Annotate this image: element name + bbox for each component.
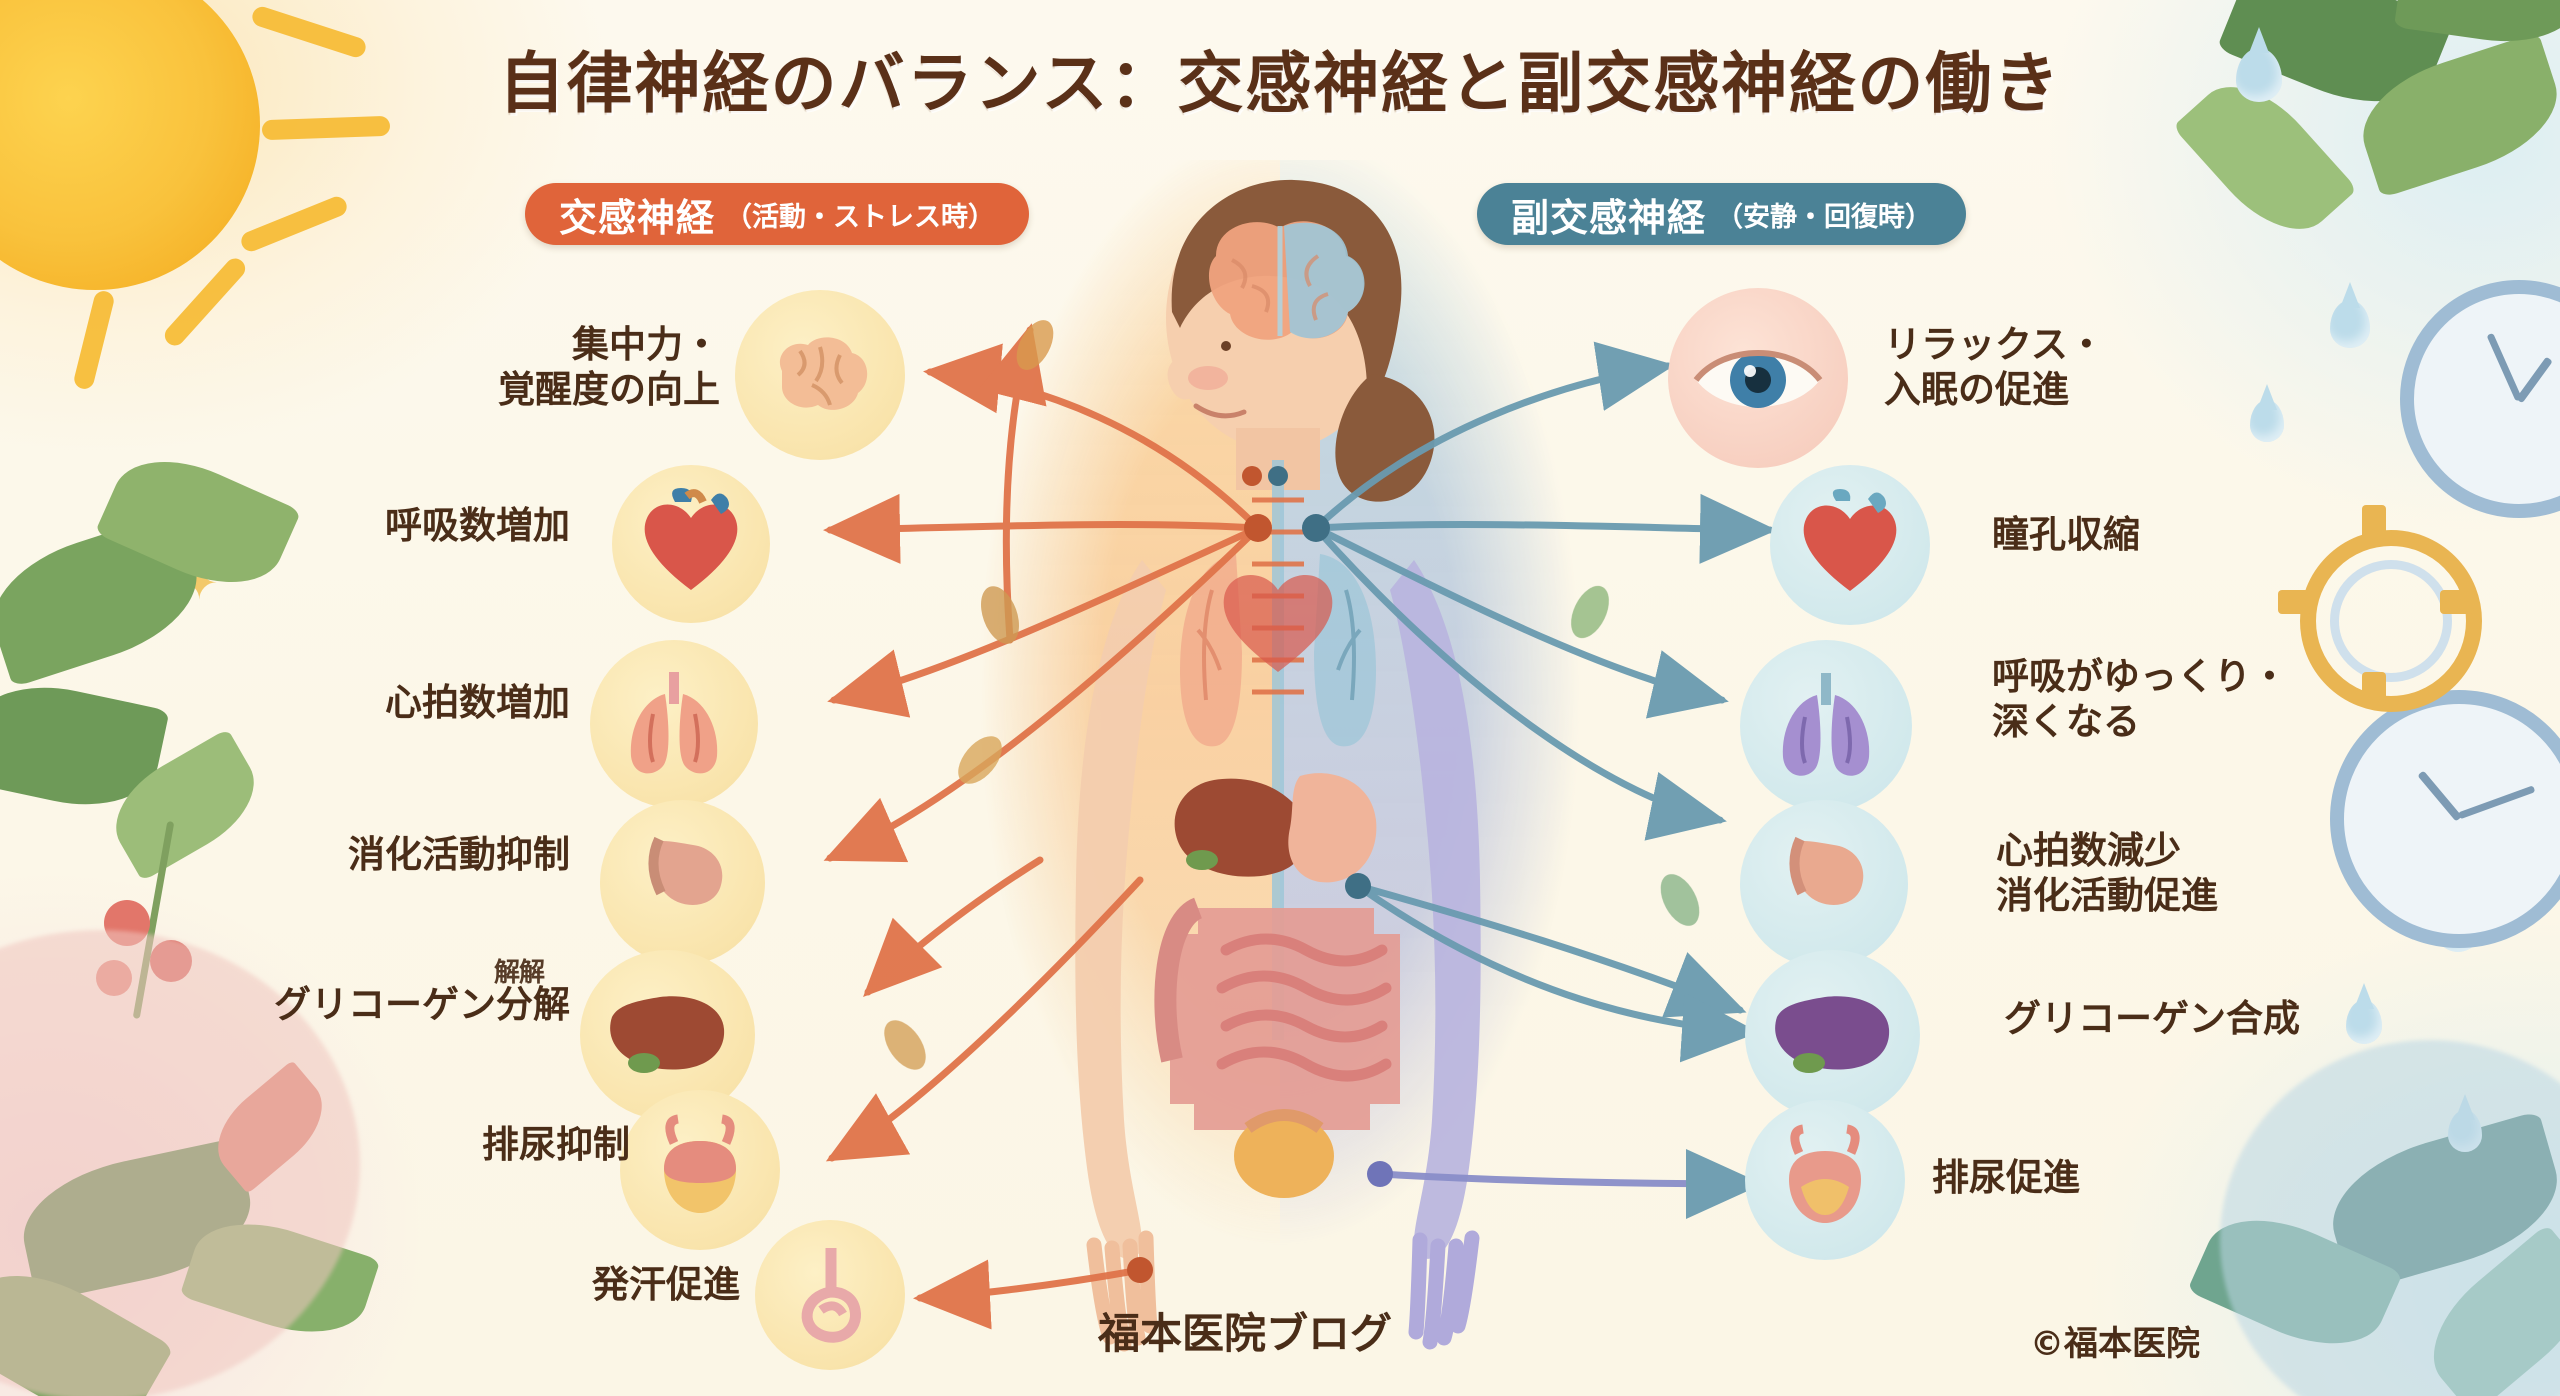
clock-hand (2457, 785, 2536, 820)
liver-icon (1774, 996, 1889, 1073)
stomach-icon (1789, 836, 1864, 905)
liver-icon (609, 996, 724, 1073)
label-sympathetic-sweat: 発汗促進 (592, 1263, 740, 1306)
sweat-gland-icon (801, 1248, 861, 1343)
figure-liver (1174, 778, 1306, 877)
brain-icon-bubble (735, 290, 905, 460)
berry-icon (150, 940, 192, 982)
gear-tooth (2362, 505, 2386, 539)
label-parasympathetic-eye: リラックス・ 入眠の促進 (1884, 323, 2105, 412)
gear-tooth (2440, 590, 2474, 614)
gear-tooth (2278, 590, 2312, 614)
liver-icon-bubble (580, 950, 755, 1120)
figure-stomach (1288, 773, 1377, 883)
label-parasympathetic-liver: グリコーゲン合成 (2004, 997, 2300, 1040)
sun-ray (238, 193, 350, 255)
heart-icon (1803, 489, 1897, 591)
heart-icon (644, 488, 738, 590)
label-parasympathetic-pupil: 瞳孔収縮 (1992, 513, 2140, 556)
water-drop-icon (2236, 48, 2282, 102)
lungs-icon (630, 672, 718, 774)
water-drop-icon (2250, 400, 2284, 442)
stomach-icon (648, 836, 722, 905)
clock-hand (2417, 770, 2463, 822)
label-sympathetic-bladder: 排尿抑制 (482, 1123, 630, 1166)
label-sympathetic-lungs: 心拍数増加 (385, 681, 570, 724)
bladder-icon (1789, 1124, 1861, 1223)
gear-tooth (2362, 672, 2386, 706)
figure-bladder (1234, 1109, 1334, 1198)
footer-blog-name: 福本医院ブログ (1098, 1309, 1393, 1358)
page-title: 自律神経のバランス：交感神経と副交感神経の働き (498, 45, 2062, 122)
label-parasympathetic-bladder: 排尿促進 (1932, 1156, 2080, 1199)
water-drop-icon (2346, 1000, 2382, 1044)
clock-hand (2486, 332, 2523, 402)
label-sympathetic-stomach: 消化活動抑制 (348, 833, 570, 876)
berry-icon (96, 960, 132, 996)
label-parasympathetic-breathing: 呼吸がゆっくり・ 深くなる (1992, 655, 2288, 744)
figure-intestines (1154, 897, 1400, 1130)
lungs-icon-bubble-right (1740, 640, 1912, 812)
eye-icon (1693, 350, 1823, 408)
badge-sympathetic-main: 交感神経 (559, 195, 716, 240)
water-drop-icon (2448, 1110, 2482, 1152)
human-figure (880, 160, 1680, 1360)
stomach-icon-bubble-right (1740, 800, 1908, 968)
footer-copyright: ©福本医院 (2030, 1324, 2200, 1364)
liver-icon-bubble-right (1745, 950, 1920, 1120)
sun-ray (215, 0, 285, 2)
gear-icon (2300, 530, 2482, 712)
lungs-icon-bubble (590, 640, 758, 808)
label-sympathetic-liver: グリコーゲン分解 (274, 983, 570, 1026)
brain-icon (779, 337, 868, 410)
label-sympathetic-brain: 集中力・ 覚醒度の向上 (498, 323, 720, 412)
sweat-gland-icon-bubble (755, 1220, 905, 1370)
heart-icon-bubble (612, 465, 770, 623)
label-parasympathetic-heart-digest: 心拍数減少 消化活動促進 (1996, 829, 2218, 918)
water-drop-icon (2330, 300, 2370, 348)
lungs-icon (1782, 673, 1870, 776)
eye-icon-bubble (1668, 288, 1848, 468)
bladder-icon-bubble (620, 1090, 780, 1250)
bladder-icon-bubble-right (1745, 1100, 1905, 1260)
label-overlap-artifact: 解解 (494, 958, 545, 988)
stomach-icon-bubble (600, 800, 765, 965)
brain-in-head (1208, 221, 1365, 340)
badge-parasympathetic-sub: （安静・回復時） (1716, 201, 1933, 233)
right-hand (1408, 1230, 1480, 1350)
clock-icon (2330, 690, 2560, 948)
heart-icon-bubble-right (1770, 465, 1930, 625)
bladder-icon (664, 1114, 736, 1213)
left-hand (1086, 1230, 1158, 1352)
berry-icon (104, 900, 150, 946)
clock-icon (2400, 280, 2560, 518)
sun-ray (72, 289, 116, 391)
label-sympathetic-heart: 呼吸数増加 (385, 504, 570, 547)
